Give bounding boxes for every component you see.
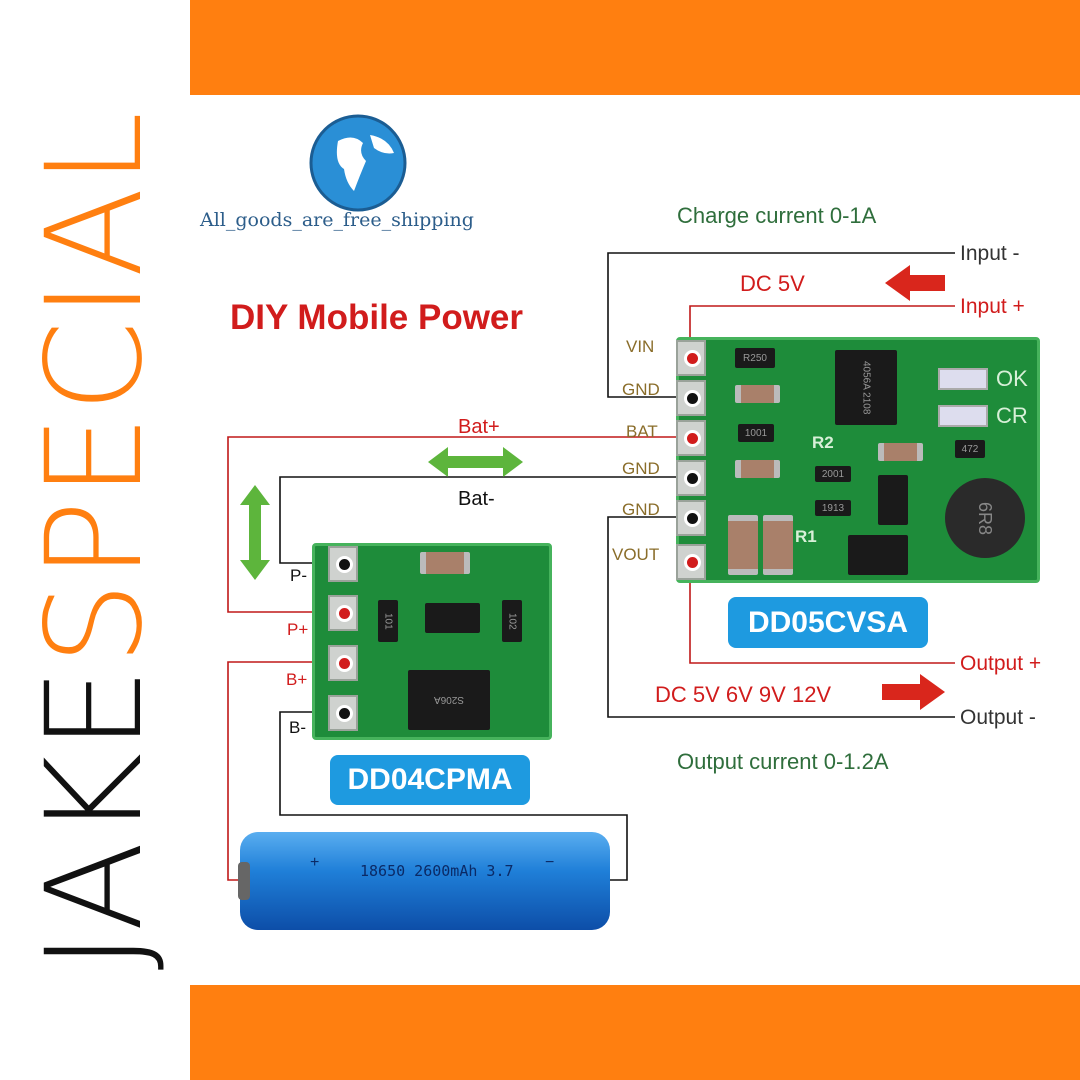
top-banner bbox=[190, 0, 1080, 95]
diode bbox=[848, 535, 908, 575]
pin-label-gnd: GND bbox=[622, 380, 660, 399]
pin-label-p-plus: P+ bbox=[287, 620, 309, 639]
led-ok bbox=[938, 368, 988, 390]
wire-bat-minus bbox=[279, 476, 690, 564]
battery-label: 18650 2600mAh 3.7 bbox=[360, 862, 514, 880]
pin-label-b-minus: B- bbox=[289, 718, 306, 737]
capacitor bbox=[763, 515, 793, 575]
pin-label-vout: VOUT bbox=[612, 545, 660, 564]
bidirectional-arrow-vertical-icon bbox=[240, 485, 270, 580]
pin-label-vin: VIN bbox=[626, 337, 655, 356]
pad-gnd bbox=[676, 380, 706, 416]
capacitor bbox=[735, 460, 780, 478]
pin-label-bat: BAT bbox=[626, 422, 658, 441]
mosfet-ic bbox=[425, 603, 480, 633]
capacitor bbox=[878, 443, 923, 461]
output-plus-label: Output + bbox=[960, 652, 1042, 675]
bat-plus-label: Bat+ bbox=[458, 416, 500, 438]
silk-cr: CR bbox=[996, 403, 1028, 428]
silk-r2: R2 bbox=[812, 433, 834, 452]
inductor-value: 6R8 bbox=[975, 501, 996, 535]
input-plus-label: Input + bbox=[960, 295, 1025, 318]
silk-r1: R1 bbox=[795, 527, 817, 546]
resistor: 2001 bbox=[815, 466, 851, 482]
battery-terminal bbox=[238, 862, 250, 900]
pad-gnd bbox=[676, 500, 706, 536]
charge-current-label: Charge current 0-1A bbox=[677, 203, 877, 228]
output-current-label: Output current 0-1.2A bbox=[677, 749, 889, 774]
dc-out-label: DC 5V 6V 9V 12V bbox=[655, 682, 832, 707]
battery-plus-sign: + bbox=[310, 854, 320, 871]
arrow-dc-out-icon bbox=[882, 674, 945, 710]
resistor: 1913 bbox=[815, 500, 851, 516]
pin-label-gnd: GND bbox=[622, 500, 660, 519]
arrow-dc-in-icon bbox=[885, 265, 945, 301]
pad-p-minus bbox=[328, 546, 358, 582]
globe-logo-icon bbox=[309, 114, 407, 212]
pad-vout bbox=[676, 544, 706, 580]
wire-output-plus bbox=[689, 561, 955, 664]
capacitor bbox=[728, 515, 758, 575]
silk-ok: OK bbox=[996, 366, 1028, 391]
dc-in-label: DC 5V bbox=[740, 271, 805, 296]
resistor: 101 bbox=[378, 600, 398, 642]
board-name-tag-dd05cvsa: DD05CVSA bbox=[728, 597, 928, 648]
resistor: 1001 bbox=[738, 424, 774, 442]
board-name-tag-dd04cpma: DD04CPMA bbox=[330, 755, 530, 805]
resistor: 102 bbox=[502, 600, 522, 642]
capacitor bbox=[735, 385, 780, 403]
pad-gnd bbox=[676, 460, 706, 496]
resistor: 472 bbox=[955, 440, 985, 458]
pad-vin bbox=[676, 340, 706, 376]
pad-b-minus bbox=[328, 695, 358, 731]
led-cr bbox=[938, 405, 988, 427]
bottom-banner bbox=[190, 985, 1080, 1080]
battery-18650: + 18650 2600mAh 3.7 − bbox=[238, 832, 610, 930]
inductor: 6R8 bbox=[945, 478, 1025, 558]
wire-output-minus bbox=[607, 516, 955, 718]
protection-ic: S206A bbox=[408, 670, 490, 730]
logo-caption: All_goods_are_free_shipping bbox=[200, 209, 474, 231]
output-minus-label: Output - bbox=[960, 706, 1036, 729]
wire-battery-minus bbox=[279, 711, 628, 881]
pin-label-b-plus: B+ bbox=[286, 670, 308, 689]
pad-p-plus bbox=[328, 595, 358, 631]
wire-input-minus bbox=[607, 252, 955, 398]
page-title: DIY Mobile Power bbox=[230, 298, 524, 337]
resistor: R250 bbox=[735, 348, 775, 368]
charger-ic: 4056A 2108 bbox=[835, 350, 897, 425]
pad-bat bbox=[676, 420, 706, 456]
mosfet-ic bbox=[878, 475, 908, 525]
pad-b-plus bbox=[328, 645, 358, 681]
bat-minus-label: Bat- bbox=[458, 488, 495, 510]
input-minus-label: Input - bbox=[960, 242, 1020, 265]
bidirectional-arrow-horizontal-icon bbox=[428, 447, 523, 477]
pin-label-gnd: GND bbox=[622, 459, 660, 478]
capacitor bbox=[420, 552, 470, 574]
wire-bat-plus bbox=[227, 436, 690, 613]
pin-label-p-minus: P- bbox=[290, 566, 307, 585]
battery-minus-sign: − bbox=[545, 854, 555, 871]
